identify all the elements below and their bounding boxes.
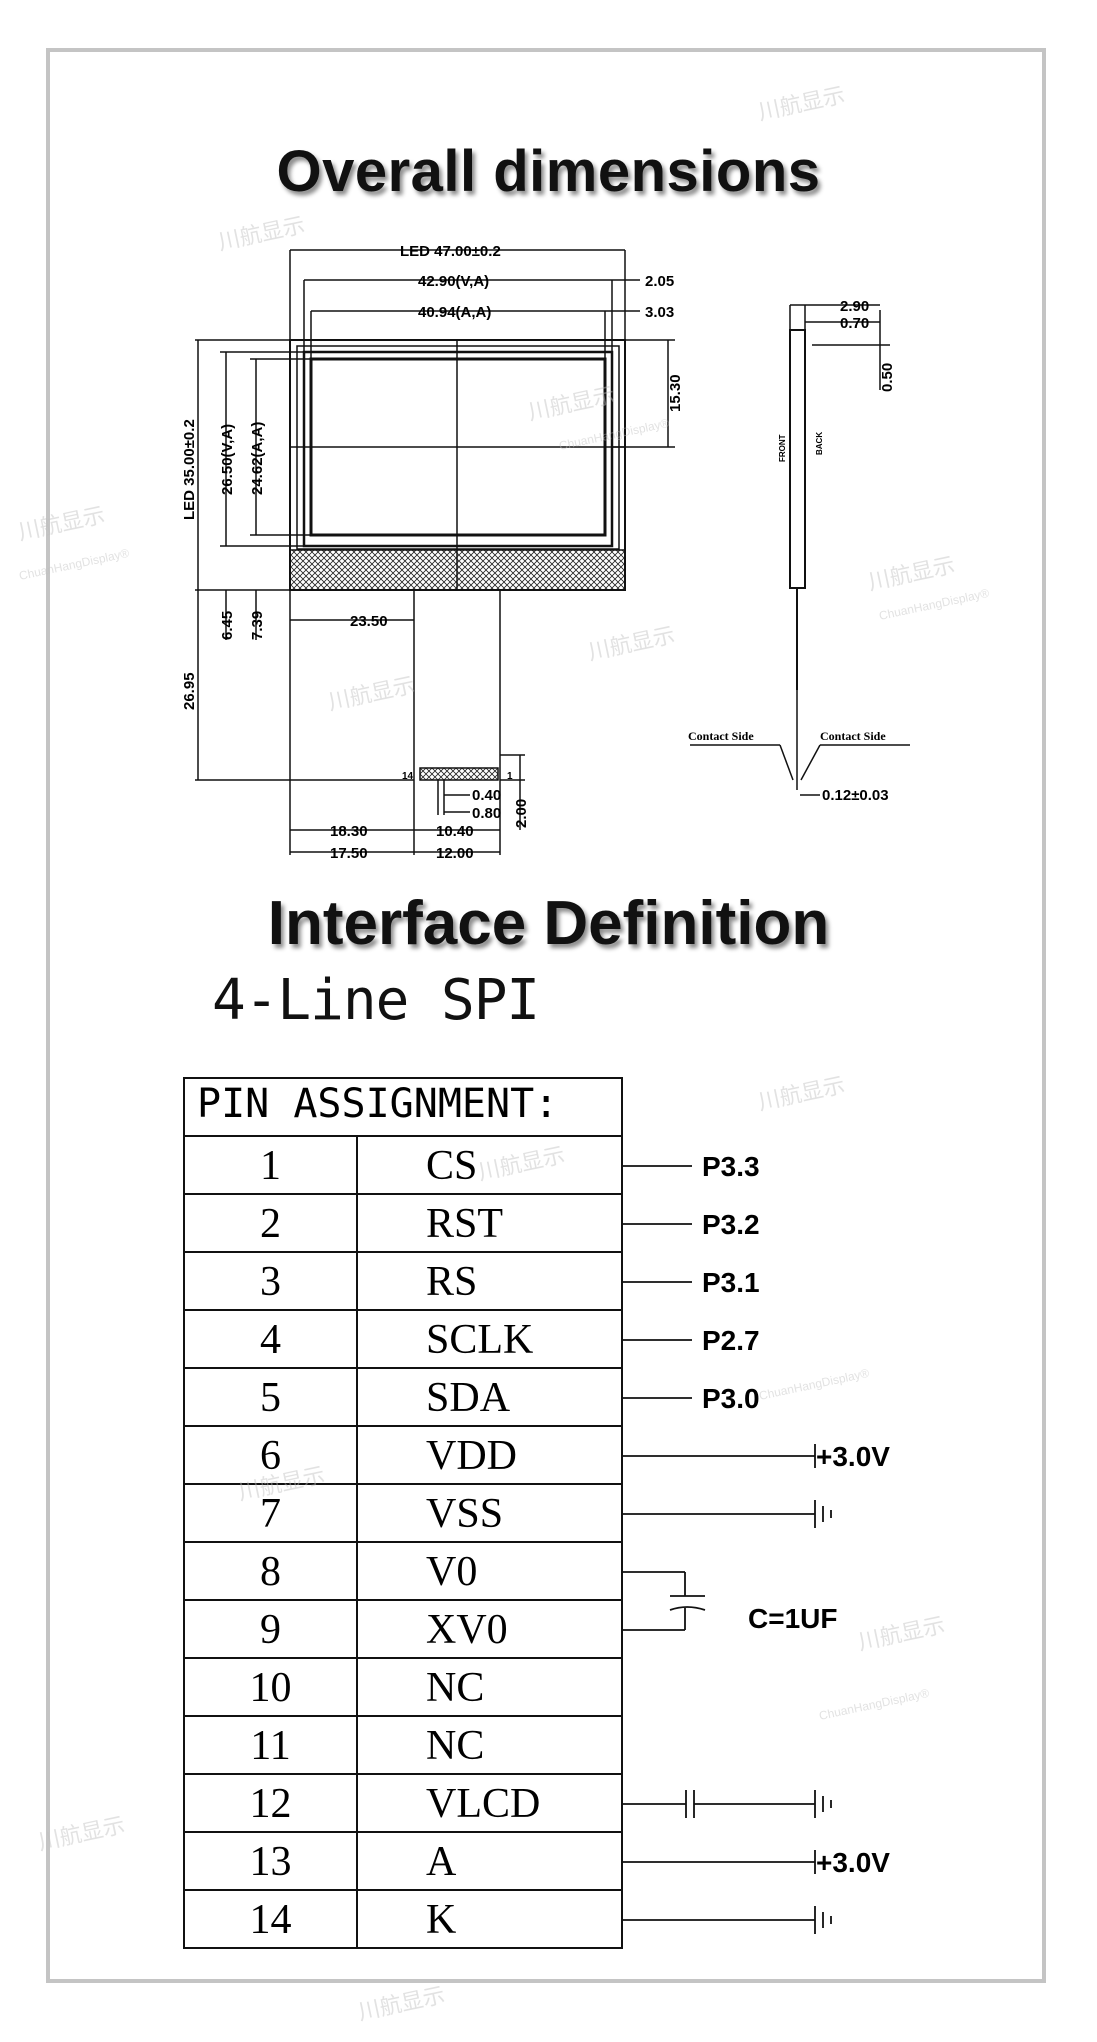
pin-number: 1: [260, 1143, 281, 1189]
conn-b-label: 12.00: [436, 845, 474, 862]
aa-height-label: 24.62(A,A): [249, 422, 266, 495]
watermark-text: ChuanHangDisplay®: [818, 1686, 931, 1723]
offset-1-label: 2.05: [645, 273, 674, 290]
capacitor-label: C=1UF: [748, 1603, 837, 1634]
pin-signal-name: NC: [426, 1723, 484, 1769]
pin-table-header: PIN ASSIGNMENT:: [197, 1081, 558, 1127]
gap-2-label: 7.39: [249, 611, 266, 640]
page-frame: [46, 48, 1046, 1983]
pin-number: 10: [250, 1665, 292, 1711]
pin-signal-name: VLCD: [426, 1781, 540, 1827]
tail-thick-label: 2.00: [513, 799, 530, 828]
watermark-text: 川航显示: [756, 1072, 847, 1115]
tail-length-label: 26.95: [181, 672, 198, 710]
pin-last-label: 1: [507, 771, 513, 782]
side-t3-label: 0.50: [879, 363, 896, 392]
left-b-label: 17.50: [330, 845, 368, 862]
pin-number: 4: [260, 1317, 281, 1363]
left-a-label: 18.30: [330, 823, 368, 840]
back-label: BACK: [815, 432, 824, 455]
front-label: FRONT: [778, 434, 787, 462]
pin-number: 5: [260, 1375, 281, 1421]
backlight-voltage: +3.0V: [816, 1847, 890, 1878]
interface-mode-label: 4-Line SPI: [212, 968, 540, 1033]
pin-signal-name: VSS: [426, 1491, 503, 1537]
pin-number: 13: [250, 1839, 292, 1885]
pitch-b-label: 0.80: [472, 805, 501, 822]
watermark-text: 川航显示: [356, 1982, 447, 2025]
pin3-signal: P3.1: [702, 1267, 760, 1298]
pin-first-label: 14: [402, 771, 414, 782]
dimension-drawing: LED 47.00±0.2 42.90(V,A) 40.94(A,A) 2.05…: [16, 82, 991, 862]
aa-width-label: 40.94(A,A): [418, 304, 491, 321]
va-height-label: 26.50(V,A): [219, 424, 236, 495]
pin-signal-name: A: [426, 1839, 457, 1885]
gap-1-label: 6.45: [219, 611, 236, 640]
pin-number: 3: [260, 1259, 281, 1305]
view-area: [302, 350, 614, 548]
pin-signal-name: SCLK: [426, 1317, 533, 1363]
pin-number: 9: [260, 1607, 281, 1653]
conn-a-label: 10.40: [436, 823, 474, 840]
pin-number: 11: [250, 1723, 290, 1769]
pin-number: 7: [260, 1491, 281, 1537]
watermark-text: 川航显示: [36, 1812, 127, 1855]
pin-number: 2: [260, 1201, 281, 1247]
overall-dimensions-title: Overall dimensions: [276, 139, 821, 204]
pin-signal-name: SDA: [426, 1375, 511, 1421]
pin-number: 8: [260, 1549, 281, 1595]
va-width-label: 42.90(V,A): [418, 273, 489, 290]
watermark-text: 川航显示: [476, 1142, 567, 1185]
offset-2-label: 3.03: [645, 304, 674, 321]
center-x-label: 23.50: [350, 613, 388, 630]
pin-signal-name: K: [426, 1897, 456, 1943]
interface-definition-title: Interface Definition: [267, 889, 830, 958]
fpc-contacts: [419, 767, 499, 781]
led-width-label: LED 47.00±0.2: [400, 243, 501, 260]
pin-signal-name: VDD: [426, 1433, 517, 1479]
pitch-a-label: 0.40: [472, 787, 501, 804]
pin-number: 14: [250, 1897, 292, 1943]
watermark-text: ChuanHangDisplay®: [758, 1366, 871, 1403]
right-height-label: 15.30: [667, 374, 684, 412]
pin-number: 6: [260, 1433, 281, 1479]
contact-side-right: Contact Side: [820, 729, 886, 743]
pin-signal-name: CS: [426, 1143, 477, 1189]
pin1-signal: P3.3: [702, 1151, 760, 1182]
side-t1-label: 2.90: [840, 298, 869, 315]
pin-number: 12: [250, 1781, 292, 1827]
watermark-text: 川航显示: [856, 1612, 947, 1655]
fpc-thickness-label: 0.12±0.03: [822, 787, 889, 804]
pin-signal-name: RS: [426, 1259, 477, 1305]
pin4-signal: P2.7: [702, 1325, 760, 1356]
pin-signal-name: V0: [426, 1549, 477, 1595]
led-height-label: LED 35.00±0.2: [181, 419, 198, 520]
pin-signal-name: XV0: [426, 1607, 508, 1653]
side-t2-label: 0.70: [840, 315, 869, 332]
pin-signal-name: RST: [426, 1201, 503, 1247]
contact-side-left: Contact Side: [688, 729, 754, 743]
pin2-signal: P3.2: [702, 1209, 760, 1240]
watermark-text: 川航显示: [236, 1462, 327, 1505]
pin-signal-name: NC: [426, 1665, 484, 1711]
vdd-voltage: +3.0V: [816, 1441, 890, 1472]
pin5-signal: P3.0: [702, 1383, 760, 1414]
